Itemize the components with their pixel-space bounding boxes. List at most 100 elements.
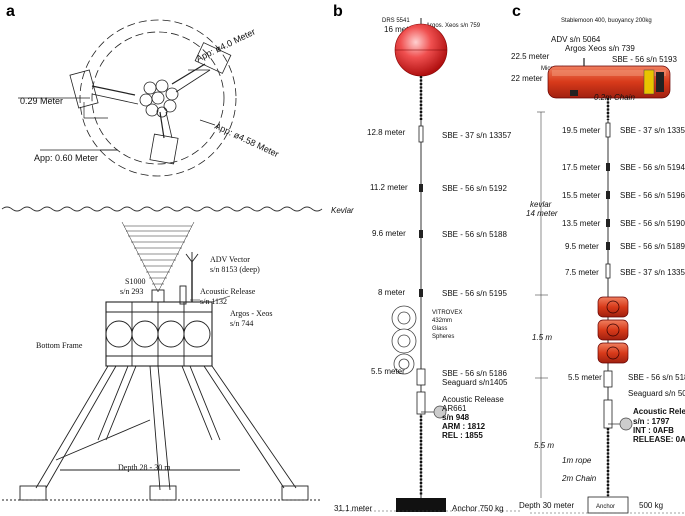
name-b-2: SBE - 56 s/n 5188: [442, 230, 507, 239]
panel-c-letter: c: [512, 3, 521, 20]
depth-b-3: 8 meter: [378, 288, 405, 297]
dim-leg-label: 0.29 Meter: [20, 96, 63, 106]
outer-dashed-circle: [79, 19, 237, 177]
argos-sn: s/n 744: [230, 319, 253, 328]
depth-b-1: 11.2 meter: [370, 183, 408, 192]
dim-diameter-inner-label: App: ø4.0 Meter: [194, 27, 256, 64]
panel-a-letter: a: [6, 3, 15, 20]
release-float-b: [433, 405, 447, 419]
panel-b: b DRS 5541 Argos. Xeos s/n 759 16 meter …: [331, 3, 520, 513]
anchor-b-label: Anchor 750 kg: [452, 504, 504, 513]
instrument-b-3: [419, 289, 423, 297]
release-c-title: Acoustic Release: [633, 407, 685, 416]
rope-c: 1m rope: [562, 456, 592, 465]
chain-top-c: 0.2m Chain: [594, 93, 635, 102]
depth-22: 22 meter: [511, 74, 543, 83]
depth-c-5-5: 5.5 meter: [568, 373, 602, 382]
argos-label: Argos - Xeos: [230, 309, 273, 318]
vitrovex-0: VITROVEX: [432, 310, 462, 316]
frame-top-view: [69, 19, 237, 177]
kevlar-len-c: 14 meter: [526, 209, 558, 218]
adv-label: ADV Vector: [210, 255, 250, 264]
anchor-c-label: Anchor: [596, 504, 615, 510]
glass-spheres-b: [391, 305, 417, 375]
vitrovex-3: Spheres: [432, 334, 454, 340]
top-depth-b: 16 meter: [384, 25, 416, 34]
seaguard-c-label: Seaguard s/n 501: [628, 389, 685, 398]
inner-dashed-circle: [91, 31, 225, 165]
foot-top-right: [194, 42, 232, 74]
instrument-c-5: [605, 263, 611, 279]
release-c-rel: RELEASE: 0A55: [633, 435, 685, 444]
name-b-0: SBE - 37 s/n 13357: [442, 131, 512, 140]
depth-c-5: 7.5 meter: [565, 268, 599, 277]
subsurface-buoy-c: [547, 58, 671, 99]
adv-probe: [185, 252, 199, 263]
bottom-depth-b: 31.1 meter: [334, 504, 373, 513]
release-b-title: Acoustic Release: [442, 395, 504, 404]
seaguard-b-label: Seaguard s/n1405: [442, 378, 508, 387]
release-b-model: AR661: [442, 404, 467, 413]
depth-c-1: 17.5 meter: [562, 163, 601, 172]
release-b-arm: ARM : 1812: [442, 422, 486, 431]
drs-label: DRS 5541: [382, 18, 410, 24]
float-stack-c: [597, 296, 629, 364]
instrument-c-0: [605, 122, 611, 138]
seg-5-5: 5.5 m: [534, 441, 554, 450]
release-b-sn: s/n 948: [442, 413, 470, 422]
seaguard-b: [416, 368, 426, 386]
depth-b-0: 12.8 meter: [367, 128, 406, 137]
panel-c: c Stablemoon 400, buoyancy 200kg ADV s/n…: [511, 3, 685, 514]
instrument-b-1: [419, 184, 423, 192]
name-c-2: SBE - 56 s/n 5196: [620, 191, 685, 200]
depth-label: Depth 28 - 30 m: [118, 463, 171, 472]
name-c-5: SBE - 37 s/n 13351: [620, 268, 685, 277]
release-c-sn: s/n : 1797: [633, 417, 670, 426]
depth-22-5: 22.5 meter: [511, 52, 550, 61]
depth-b-5-5: 5.5 meter: [371, 367, 405, 376]
foot-bottom: [149, 133, 179, 165]
panel-b-letter: b: [333, 3, 343, 20]
frame-legs: [35, 365, 297, 491]
seaguard-c: [603, 370, 613, 388]
anchor-weight-c: 500 kg: [639, 501, 663, 510]
release-body: [179, 285, 187, 305]
release-b: [416, 391, 426, 415]
foot-right-side: [281, 485, 309, 501]
vitrovex-1: 432mm: [432, 318, 452, 324]
instrument-c-3: [606, 219, 610, 227]
depth-c-2: 15.5 meter: [562, 191, 601, 200]
kevlar-c: kevlar: [530, 200, 552, 209]
sphere-cluster-top: [139, 79, 179, 118]
foot-left-side: [19, 485, 47, 501]
name-b-1: SBE - 56 s/n 5192: [442, 184, 507, 193]
instrument-b-2: [419, 230, 423, 238]
sonar-sn: s/n 293: [120, 287, 143, 296]
argos-c: Argos Xeos s/n 739: [565, 44, 635, 53]
depth-c-0: 19.5 meter: [562, 126, 601, 135]
buoy-note-c: Stablemoon 400, buoyancy 200kg: [561, 18, 652, 24]
release-label: Acoustic Release: [200, 287, 256, 296]
seg-1-5: 1.5 m: [532, 333, 552, 342]
frame-label: Bottom Frame: [36, 341, 83, 350]
release-sn: s/n 1132: [200, 297, 227, 306]
depth-c-3: 13.5 meter: [562, 219, 601, 228]
sbe-5193: SBE - 56 s/n 5193: [612, 55, 677, 64]
adv-c: ADV s/n 5064: [551, 35, 601, 44]
instrument-c-4: [606, 242, 610, 250]
name-c-0: SBE - 37 s/n 13350: [620, 126, 685, 135]
release-c-int: INT : 0AFB: [633, 426, 674, 435]
sonar-cone: [121, 221, 195, 293]
sonar-label: S1000: [125, 277, 145, 286]
adv-sn: s/n 8153 (deep): [210, 265, 260, 274]
chain-c: 2m Chain: [561, 474, 597, 483]
dim-offset-label: App: 0.60 Meter: [34, 153, 98, 163]
sbe-5186: SBE - 56 s/n 5186: [442, 369, 507, 378]
name-c-1: SBE - 56 s/n 5194: [620, 163, 685, 172]
argos-b-label: Argos. Xeos s/n 759: [426, 23, 481, 29]
depth-bottom-c: Depth 30 meter: [519, 501, 574, 510]
vitrovex-2: Glass: [432, 326, 447, 332]
name-c-4: SBE - 56 s/n 5189: [620, 242, 685, 251]
sbe-5187: SBE - 56 s/n 5187: [628, 373, 685, 382]
